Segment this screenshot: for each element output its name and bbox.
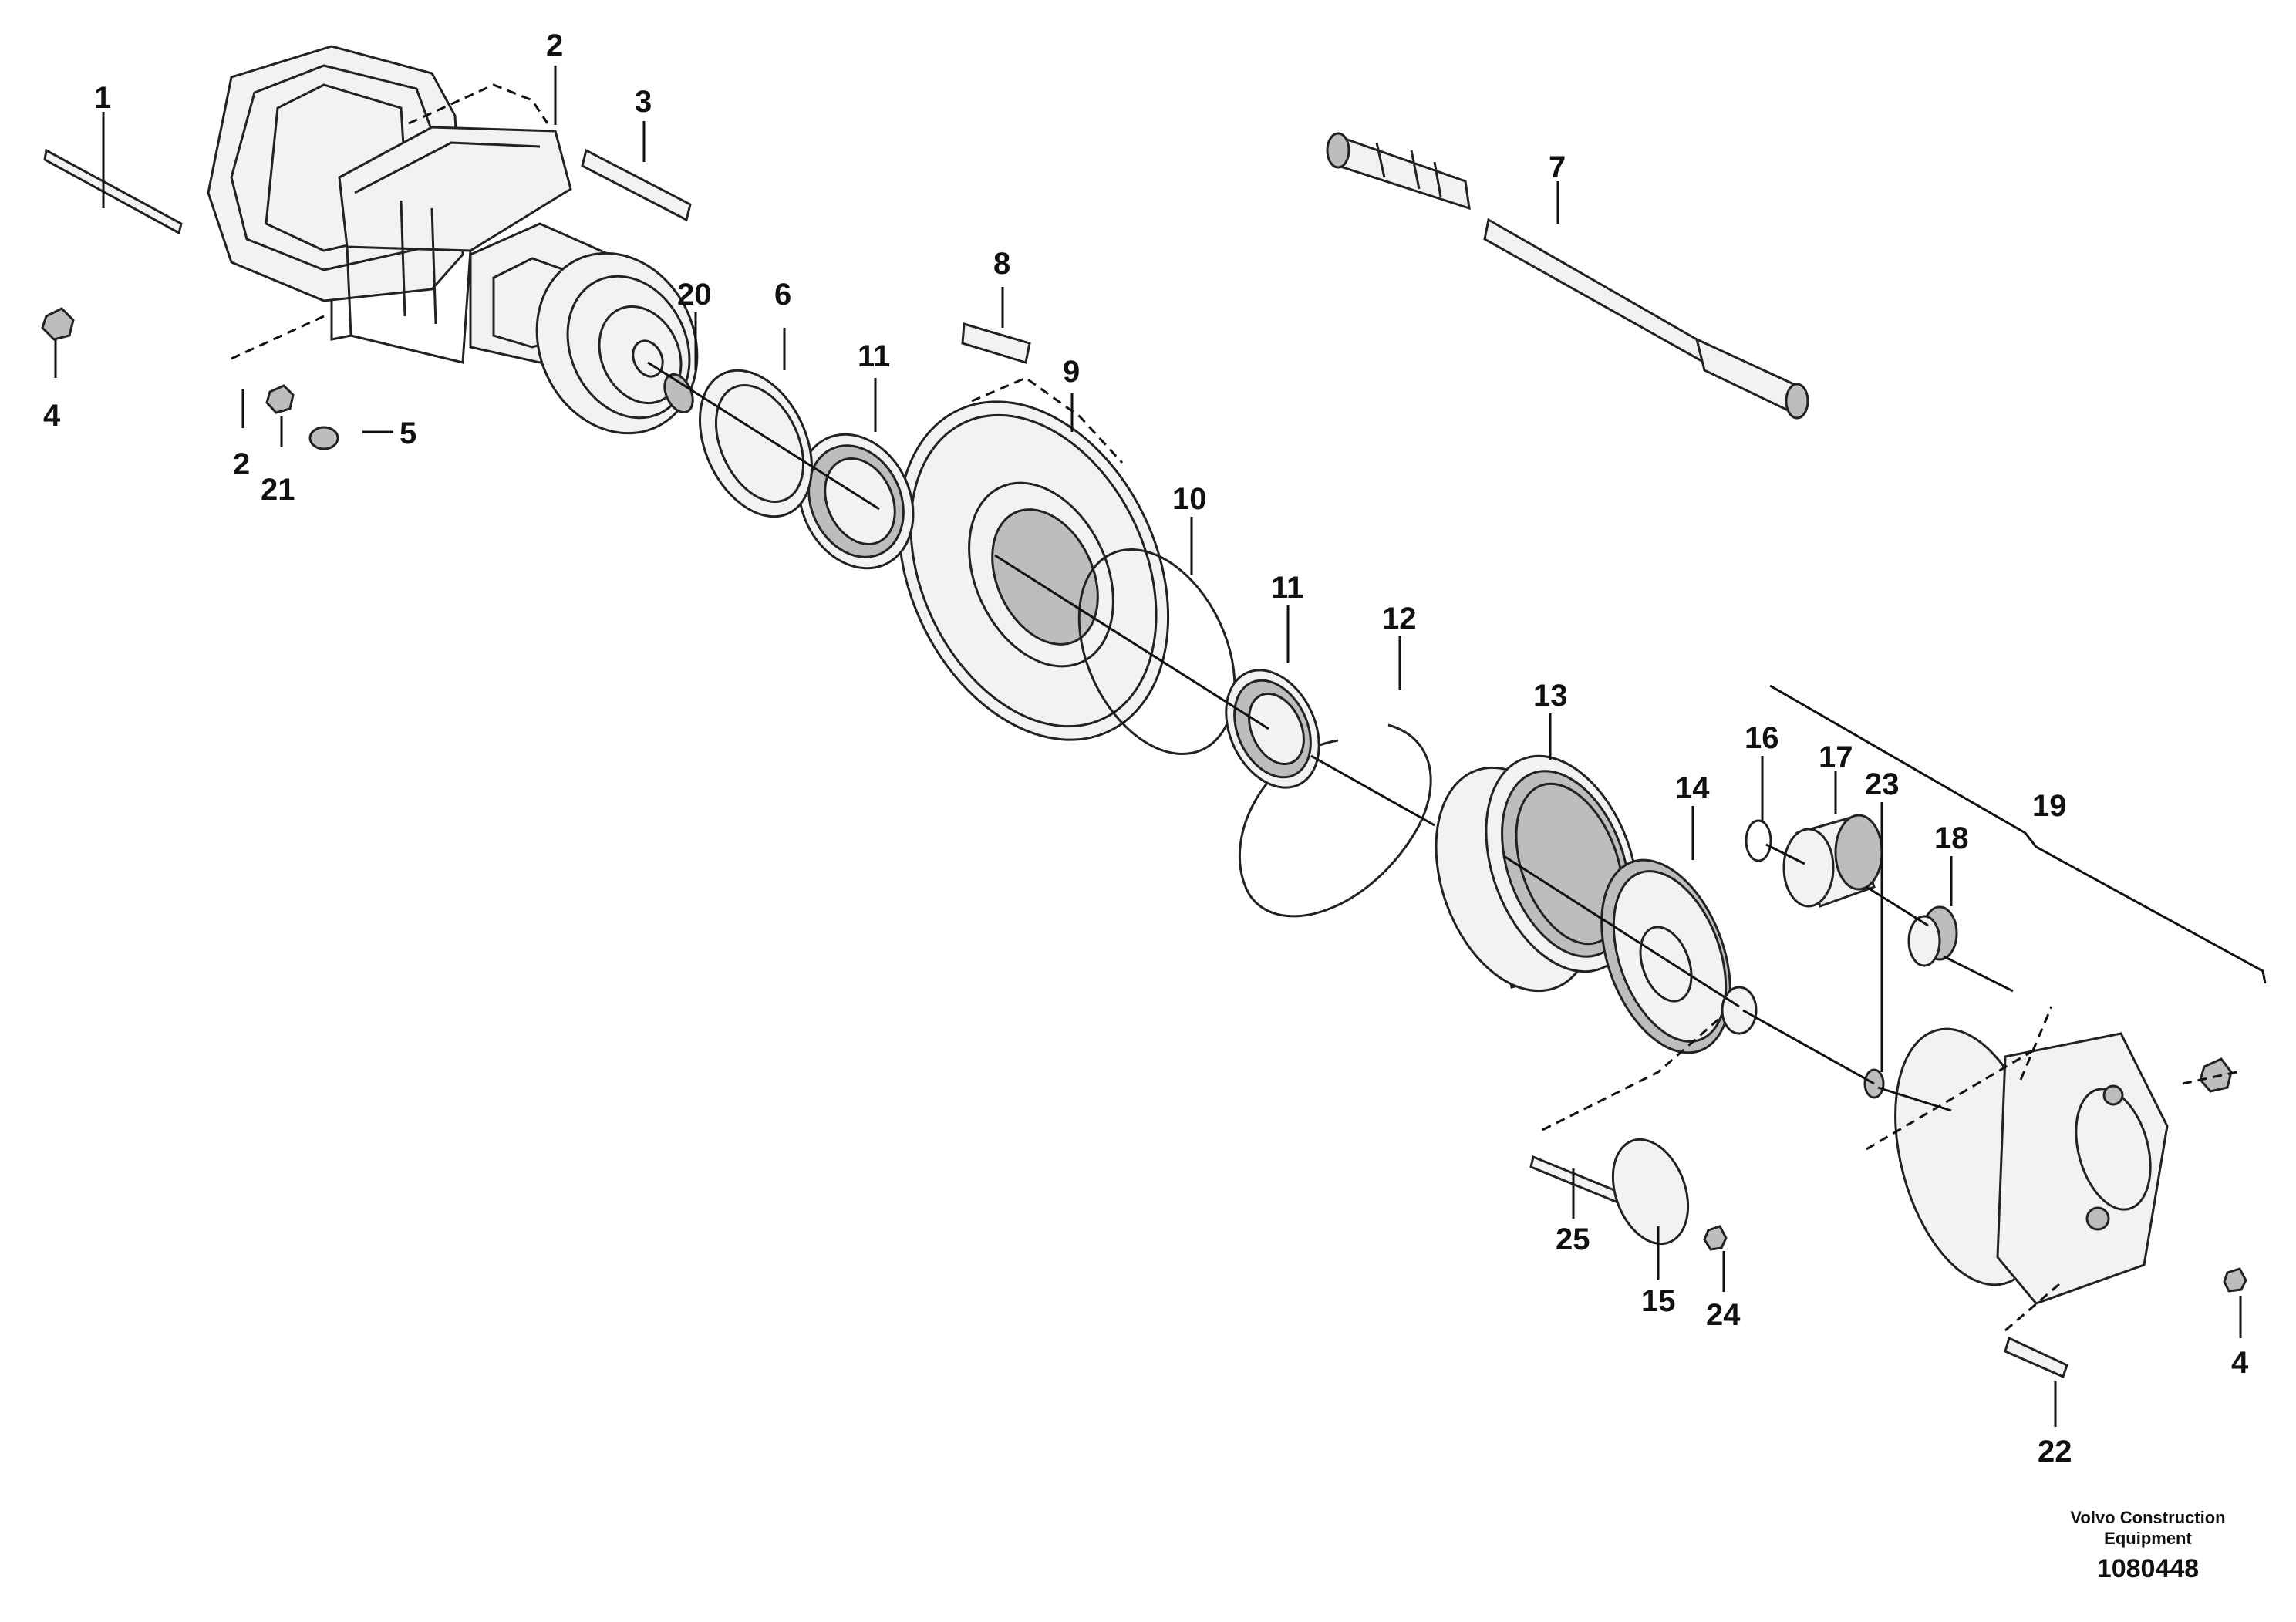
label-16: 16 [1745,721,1779,755]
drive-shaft [1326,132,1809,420]
label-11-right: 11 [1271,571,1303,605]
label-3: 3 [635,85,652,119]
group-19-bracket [1769,684,2267,984]
footer-brand: Volvo Construction Equipment 1080448 [2070,1508,2225,1583]
label-11-left: 11 [858,339,890,373]
label-2-top: 2 [546,29,563,62]
label-24: 24 [1706,1298,1741,1332]
label-13: 13 [1533,679,1568,713]
planet-carrier-gear [1600,858,1731,1054]
label-25: 25 [1556,1222,1590,1256]
dashed-assembly-lines [231,83,2237,1332]
label-9: 9 [1063,355,1080,389]
label-22: 22 [2038,1435,2072,1469]
label-4-left: 4 [43,399,61,433]
spacer-sleeve [1721,986,1758,1035]
label-1: 1 [94,81,111,115]
leader-lines [54,66,2242,1427]
label-7: 7 [1549,150,1566,184]
seal-ring [698,369,814,518]
brand-line-1: Volvo Construction [2070,1508,2225,1527]
label-8: 8 [993,247,1010,281]
label-17: 17 [1819,740,1853,774]
label-23: 23 [1865,767,1900,801]
label-14: 14 [1675,771,1710,805]
axle-housing [207,45,699,435]
label-10: 10 [1172,482,1207,516]
label-4-right: 4 [2231,1346,2249,1380]
label-21: 21 [261,473,295,507]
o-ring-large [1077,548,1236,755]
needle-bearing [1907,905,1958,967]
brand-line-2: Equipment [2104,1529,2192,1548]
drawing-number: 1080448 [2097,1554,2199,1583]
label-19: 19 [2032,789,2067,823]
planet-housing-cover [1894,1027,2169,1305]
wheel-hub-flange [897,400,1170,741]
label-18: 18 [1934,821,1969,855]
small-fasteners [41,148,2247,1379]
label-15: 15 [1641,1284,1676,1318]
ring-gear [1435,754,1639,993]
label-6: 6 [774,278,791,312]
part-number-labels: 1 2 3 4 2 21 5 20 6 11 8 9 7 10 11 12 13… [43,29,2249,1469]
bearing-outer [1225,669,1320,789]
label-20: 20 [677,278,712,312]
assembly-axis-lines [647,361,2014,1112]
label-2-bottom: 2 [233,447,250,481]
bearing-inner [797,433,915,570]
label-12: 12 [1382,602,1417,636]
planet-gear [1782,814,1883,908]
snap-ring [1238,723,1432,918]
thrust-washer [1745,819,1772,862]
label-5: 5 [400,416,416,450]
